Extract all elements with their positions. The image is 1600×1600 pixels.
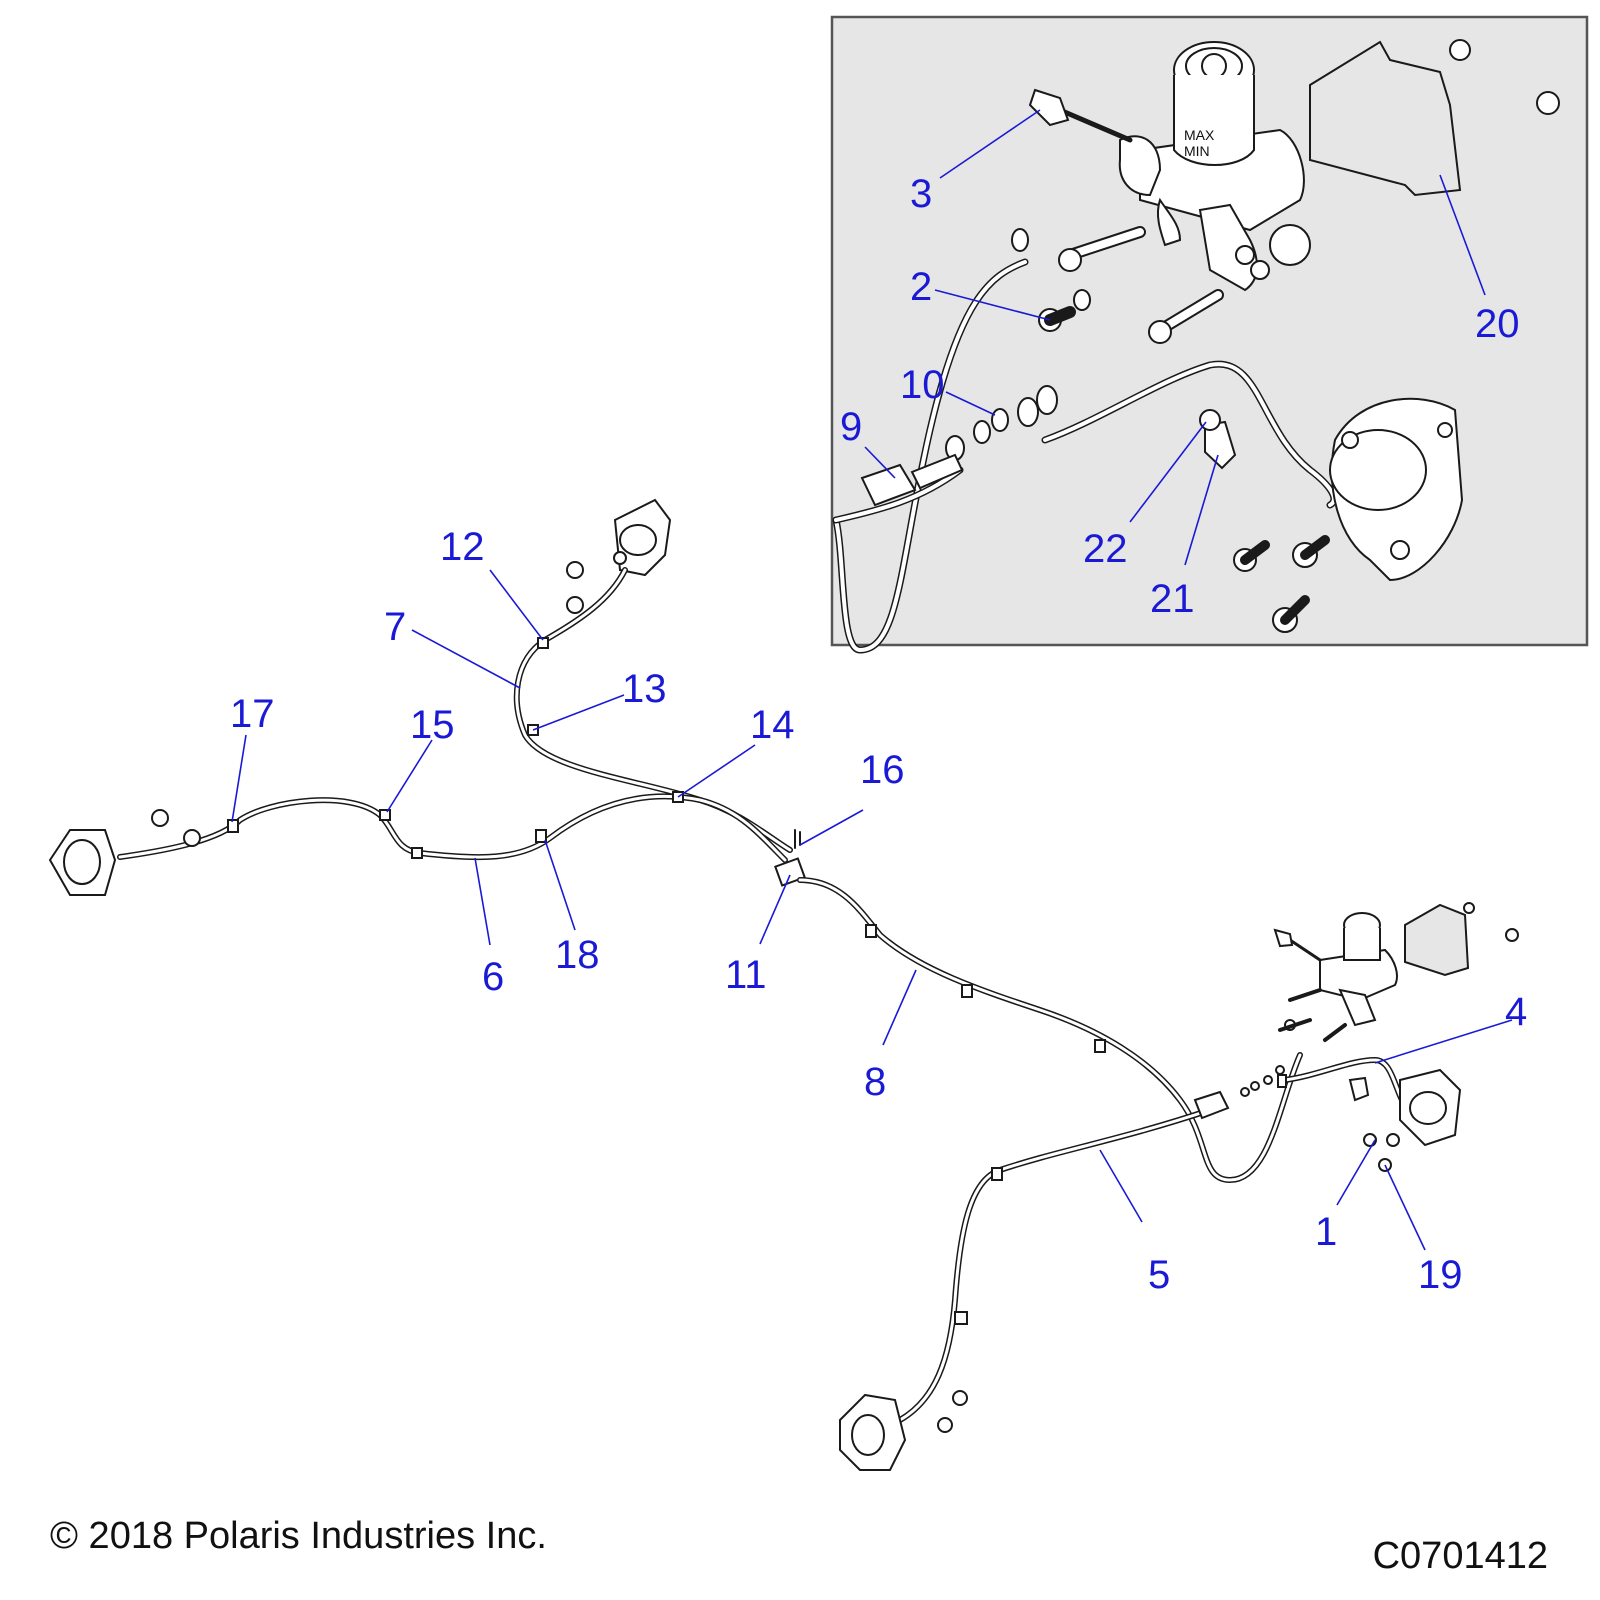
clip-12 [537,637,549,649]
clip-15 [379,809,391,821]
inset-grommet [1199,409,1221,431]
callout-9: 9 [840,405,862,449]
figure-code: C0701412 [1372,1535,1548,1577]
callout-6: 6 [482,955,504,999]
leader-lines [231,109,1513,1251]
callout-5: 5 [1148,1253,1170,1297]
callout-10: 10 [900,363,945,407]
inset-bracket-plate [1309,40,1462,197]
grommet [1463,902,1475,914]
front-caliper-upper [613,498,672,577]
callout-18: 18 [555,933,600,977]
caliper-bolt [566,561,584,579]
caliper-bolt [566,596,584,614]
grommet [1536,91,1560,115]
svg-text:MIN: MIN [1184,143,1210,159]
brake-line-4 [1282,1057,1413,1113]
callout-19: 19 [1418,1253,1463,1297]
clip-18 [535,829,547,843]
caliper-bolt [151,809,169,827]
line-clips [227,637,1287,1325]
inset-line-clip [1204,420,1237,470]
callout-4: 4 [1505,990,1527,1034]
callout-20: 20 [1475,302,1520,346]
brake-line-6 [117,793,788,863]
copyright-notice: © 2018 Polaris Industries Inc. [50,1515,547,1557]
right-rear-caliper [1399,1068,1462,1147]
callout-7: 7 [384,605,406,649]
inset-washers [945,228,1058,461]
left-rear-caliper [839,1393,907,1471]
grommet [1505,928,1519,942]
callout-22: 22 [1083,527,1128,571]
callout-labels: 1 2 3 4 5 6 7 8 9 10 11 12 13 14 15 16 1… [230,172,1527,1297]
clip-17 [227,819,239,833]
callout-2: 2 [910,265,932,309]
detail-inset: MAX MIN [830,15,1589,654]
reservoir-max-min-label: MAX [1184,127,1215,143]
callout-14: 14 [750,703,795,747]
rear-union-fitting [1193,1090,1230,1120]
inset-caliper [1329,397,1464,582]
callout-12: 12 [440,525,485,569]
bracket-plate [1404,903,1470,977]
callout-3: 3 [910,172,932,216]
inset-bolts [1038,226,1330,633]
inset-brake-hose [832,258,1338,654]
inset-union-fitting [860,453,964,507]
caliper-bolt [937,1417,953,1433]
callout-16: 16 [860,748,905,792]
callout-15: 15 [410,703,455,747]
callout-8: 8 [864,1060,886,1104]
caliper-bolt [183,829,201,847]
caliper-bolt [952,1390,968,1406]
line-clip [1348,1076,1370,1102]
grommet [1449,39,1471,61]
callout-17: 17 [230,692,275,736]
master-cylinder-assembly [1273,912,1398,1027]
inset-master-cylinder: MAX MIN [1028,41,1311,292]
left-front-caliper [48,829,117,896]
callout-21: 21 [1150,577,1195,621]
callout-1: 1 [1315,1210,1337,1254]
callout-11: 11 [725,953,767,997]
callout-13: 13 [622,667,667,711]
